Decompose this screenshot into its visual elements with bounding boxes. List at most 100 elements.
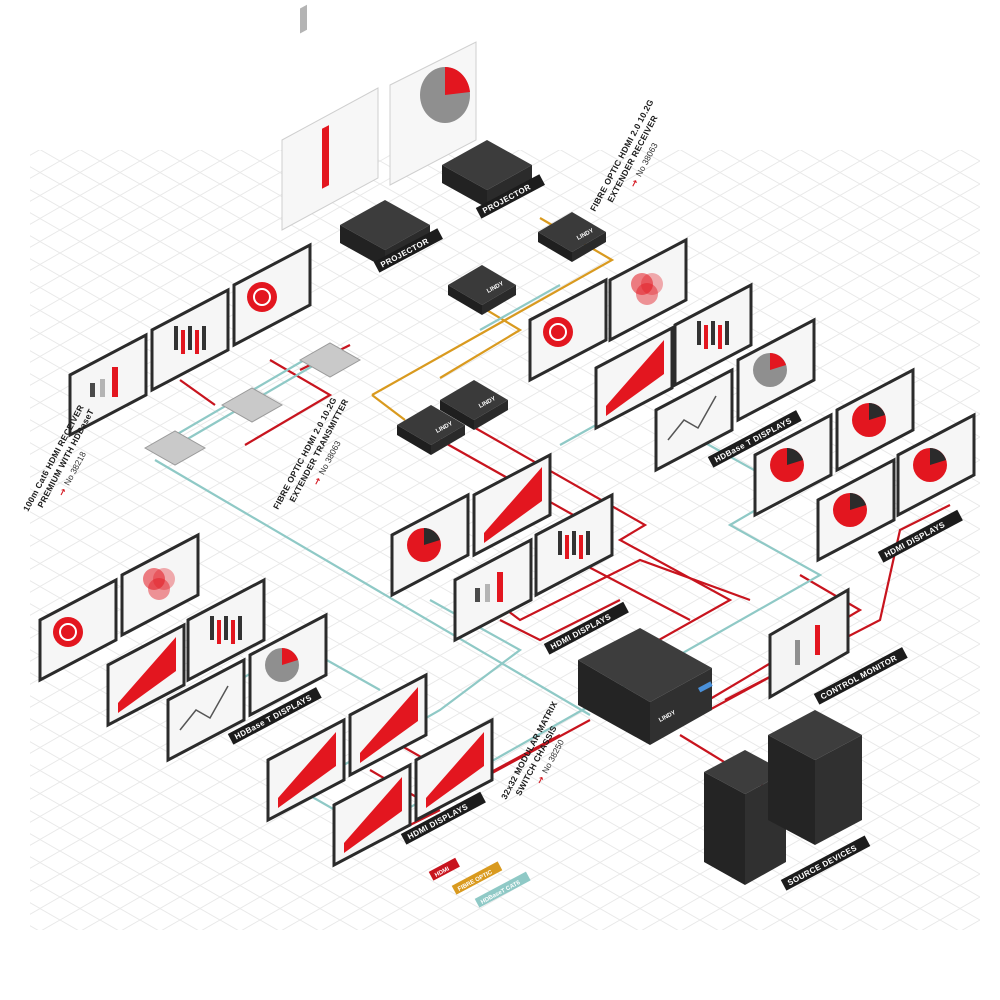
display-monitor — [332, 762, 412, 868]
display-monitor — [248, 612, 328, 718]
display-monitor — [896, 412, 976, 518]
screen-bar — [565, 535, 569, 559]
hdmi-cable — [499, 599, 621, 642]
screen-bar — [586, 531, 590, 555]
screen-gauge-ring — [253, 288, 271, 306]
screen-venn — [143, 568, 165, 590]
display-monitor — [534, 492, 614, 598]
screen-bar — [210, 616, 214, 640]
screen-bar — [238, 616, 242, 640]
display-monitor — [594, 325, 674, 431]
screen-bar — [725, 321, 729, 345]
screen-area — [118, 637, 176, 713]
hdbaset-cable — [154, 459, 591, 716]
screen-pie-slice — [282, 648, 298, 665]
display-monitor — [186, 577, 266, 683]
screen-bar — [181, 330, 185, 354]
display-monitor — [232, 242, 312, 348]
hdbaset-cable — [479, 284, 561, 331]
display-screen — [654, 367, 734, 473]
svg-text:→: → — [629, 178, 642, 190]
display-monitor — [528, 277, 608, 383]
hdmi-cable — [244, 359, 333, 446]
screen-area — [344, 777, 402, 853]
screen-bar — [195, 330, 199, 354]
fibre-receiver-box-top — [538, 212, 606, 262]
screen-bar — [475, 588, 480, 602]
screen-gauge — [247, 282, 277, 312]
display-monitor — [453, 537, 533, 643]
source-devices-stack-2 — [768, 710, 862, 845]
screen-gauge-ring — [59, 623, 77, 641]
screen-bar — [558, 531, 562, 555]
screen-gauge-ring — [549, 323, 567, 341]
display-monitor — [106, 622, 186, 728]
display-monitor — [166, 657, 246, 763]
screen-venn — [631, 273, 653, 295]
control-monitor — [768, 587, 850, 700]
screen-area — [278, 732, 336, 808]
display-screen — [166, 657, 246, 763]
screen-bar — [711, 321, 715, 345]
screen-gauge — [543, 317, 573, 347]
screen-area — [360, 687, 418, 763]
hdmi-cable — [469, 424, 733, 646]
screen-bar — [718, 325, 722, 349]
screen-area — [426, 732, 484, 808]
screen-bar — [100, 379, 105, 397]
screen-bar — [704, 325, 708, 349]
screen-bar — [217, 620, 221, 644]
svg-text:→: → — [535, 774, 548, 786]
display-monitor — [753, 412, 833, 518]
screen-pie-slice — [770, 353, 786, 370]
screen-bar — [231, 620, 235, 644]
screen-pie-slice — [869, 403, 885, 420]
display-monitor — [736, 317, 816, 423]
screen-pie-slice — [930, 448, 946, 465]
screen-line — [179, 685, 229, 731]
svg-text:→: → — [57, 486, 70, 498]
display-monitor — [414, 717, 494, 823]
hdmi-cable — [179, 379, 216, 406]
screen-line — [667, 395, 717, 441]
display-monitor — [390, 492, 470, 598]
display-monitor — [120, 532, 200, 638]
display-monitor — [816, 457, 896, 563]
screen-bar — [90, 383, 95, 397]
projector-screen-right — [389, 41, 477, 186]
screen-area — [484, 467, 542, 543]
screen-gauge — [53, 617, 83, 647]
screen-bar — [188, 326, 192, 350]
display-monitor — [150, 287, 230, 393]
display-monitor — [68, 332, 148, 438]
svg-text:→: → — [312, 476, 325, 488]
screen-bar — [697, 321, 701, 345]
screen-bar — [202, 326, 206, 350]
display-screen — [453, 537, 533, 643]
display-monitor — [835, 367, 915, 473]
fibre-transmitter-box-2 — [440, 380, 508, 430]
screen-bar — [174, 326, 178, 350]
projector-screen-left — [281, 4, 379, 231]
screen-venn — [153, 568, 175, 590]
screen-bar — [572, 531, 576, 555]
display-monitor — [654, 367, 734, 473]
display-monitor — [38, 577, 118, 683]
displays — [38, 237, 976, 868]
display-monitor — [348, 672, 428, 778]
screen-bar — [224, 616, 228, 640]
projector-right — [442, 140, 532, 208]
fibre-cable — [371, 394, 406, 421]
display-monitor — [673, 282, 753, 388]
screen-venn — [148, 578, 170, 600]
display-monitor — [472, 452, 552, 558]
hdbaset-receiver-boxes — [143, 342, 362, 466]
display-screen — [68, 332, 148, 438]
fibre-receiver-box-mid — [448, 265, 516, 315]
fibre-transmitter-box-1 — [397, 405, 465, 455]
screen-venn — [641, 273, 663, 295]
display-monitor — [266, 717, 346, 823]
screen-venn — [636, 283, 658, 305]
screen-area — [606, 340, 664, 416]
